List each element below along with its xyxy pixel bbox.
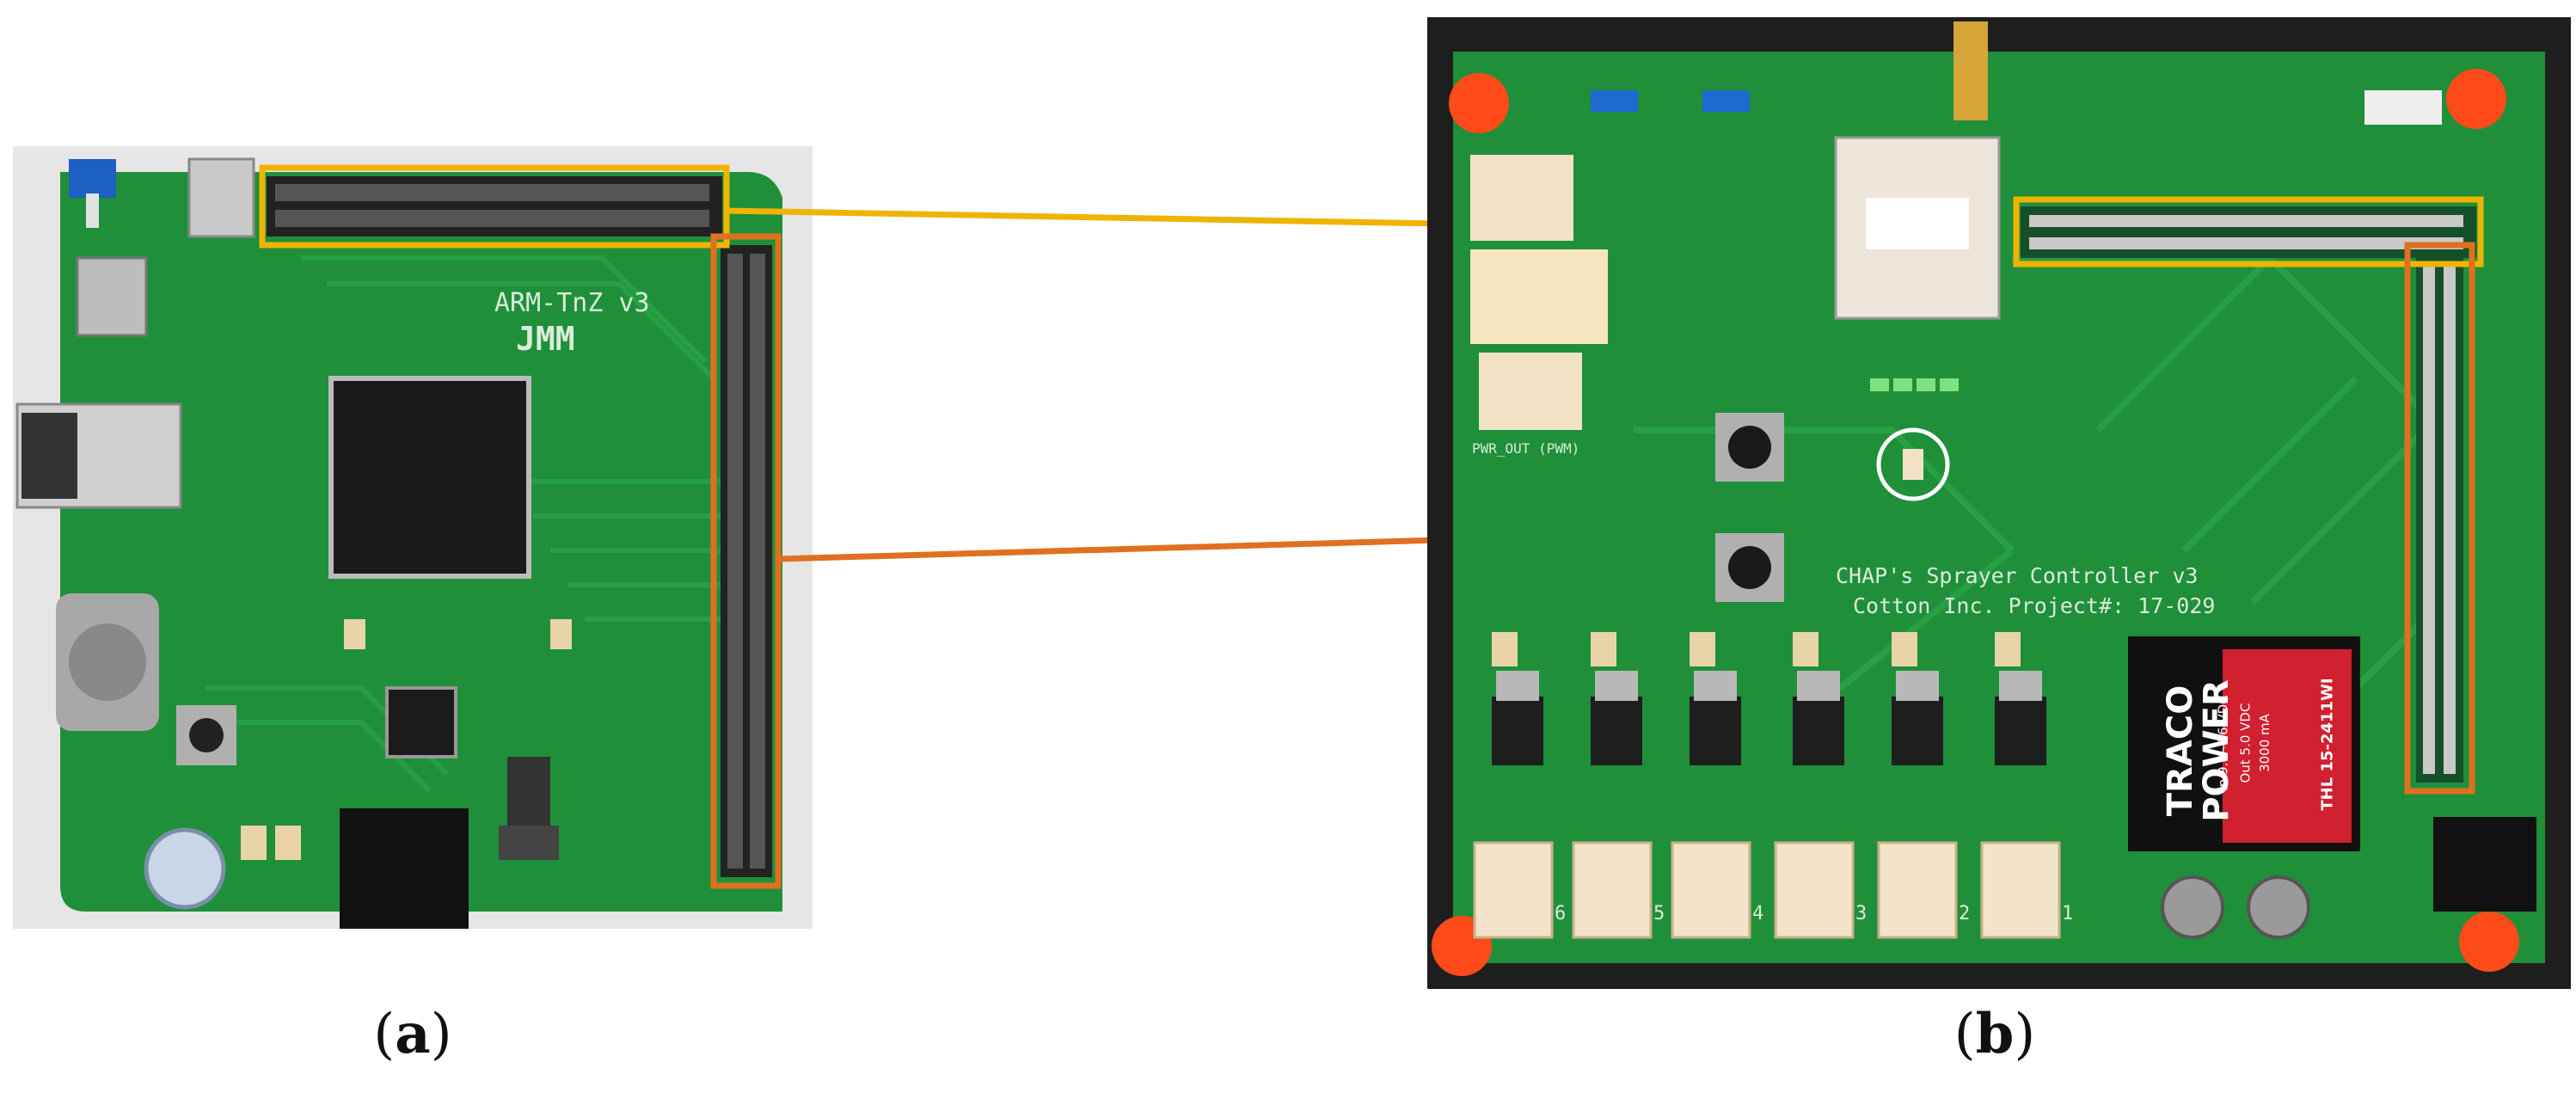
panel-a: ARM-TnZ v3 JMM (a) [0,0,825,1066]
caption-b: (b) [1953,1002,2036,1066]
terminal-label-2: 2 [1959,903,1971,924]
terminal-label-3: 3 [1855,903,1868,924]
board-a-silk-2: JMM [516,320,575,358]
traco-model: THL 15-2411WI [2318,678,2337,811]
panel-b: CHAP's Sprayer Controller v3 Cotton Inc.… [1410,0,2576,1093]
board-a-photo [13,146,813,929]
terminal-label-5: 5 [1653,903,1665,924]
terminal-label-4: 4 [1752,903,1764,924]
board-b-photo [1427,17,2571,989]
traco-module-label: TRACO POWER In 9.0~36 VDC Out 5.0 VDC 30… [2141,654,2356,843]
board-b-silk-1: CHAP's Sprayer Controller v3 [1836,563,2199,588]
board-a-silk-1: ARM-TnZ v3 [494,288,650,318]
terminal-label-1: 1 [2062,903,2074,924]
caption-a: (a) [373,1002,452,1066]
terminal-label-6: 6 [1555,903,1567,924]
traco-spec-in: In 9.0~36 VDC [2215,695,2231,791]
traco-spec-out: Out 5.0 VDC [2237,703,2254,783]
board-b-silk-2: Cotton Inc. Project#: 17-029 [1853,593,2216,618]
traco-spec-current: 3000 mA [2256,714,2272,772]
traco-brand-1: TRACO [2161,685,2201,817]
board-b-silk-3: PWR_OUT (PWM) [1472,440,1580,457]
